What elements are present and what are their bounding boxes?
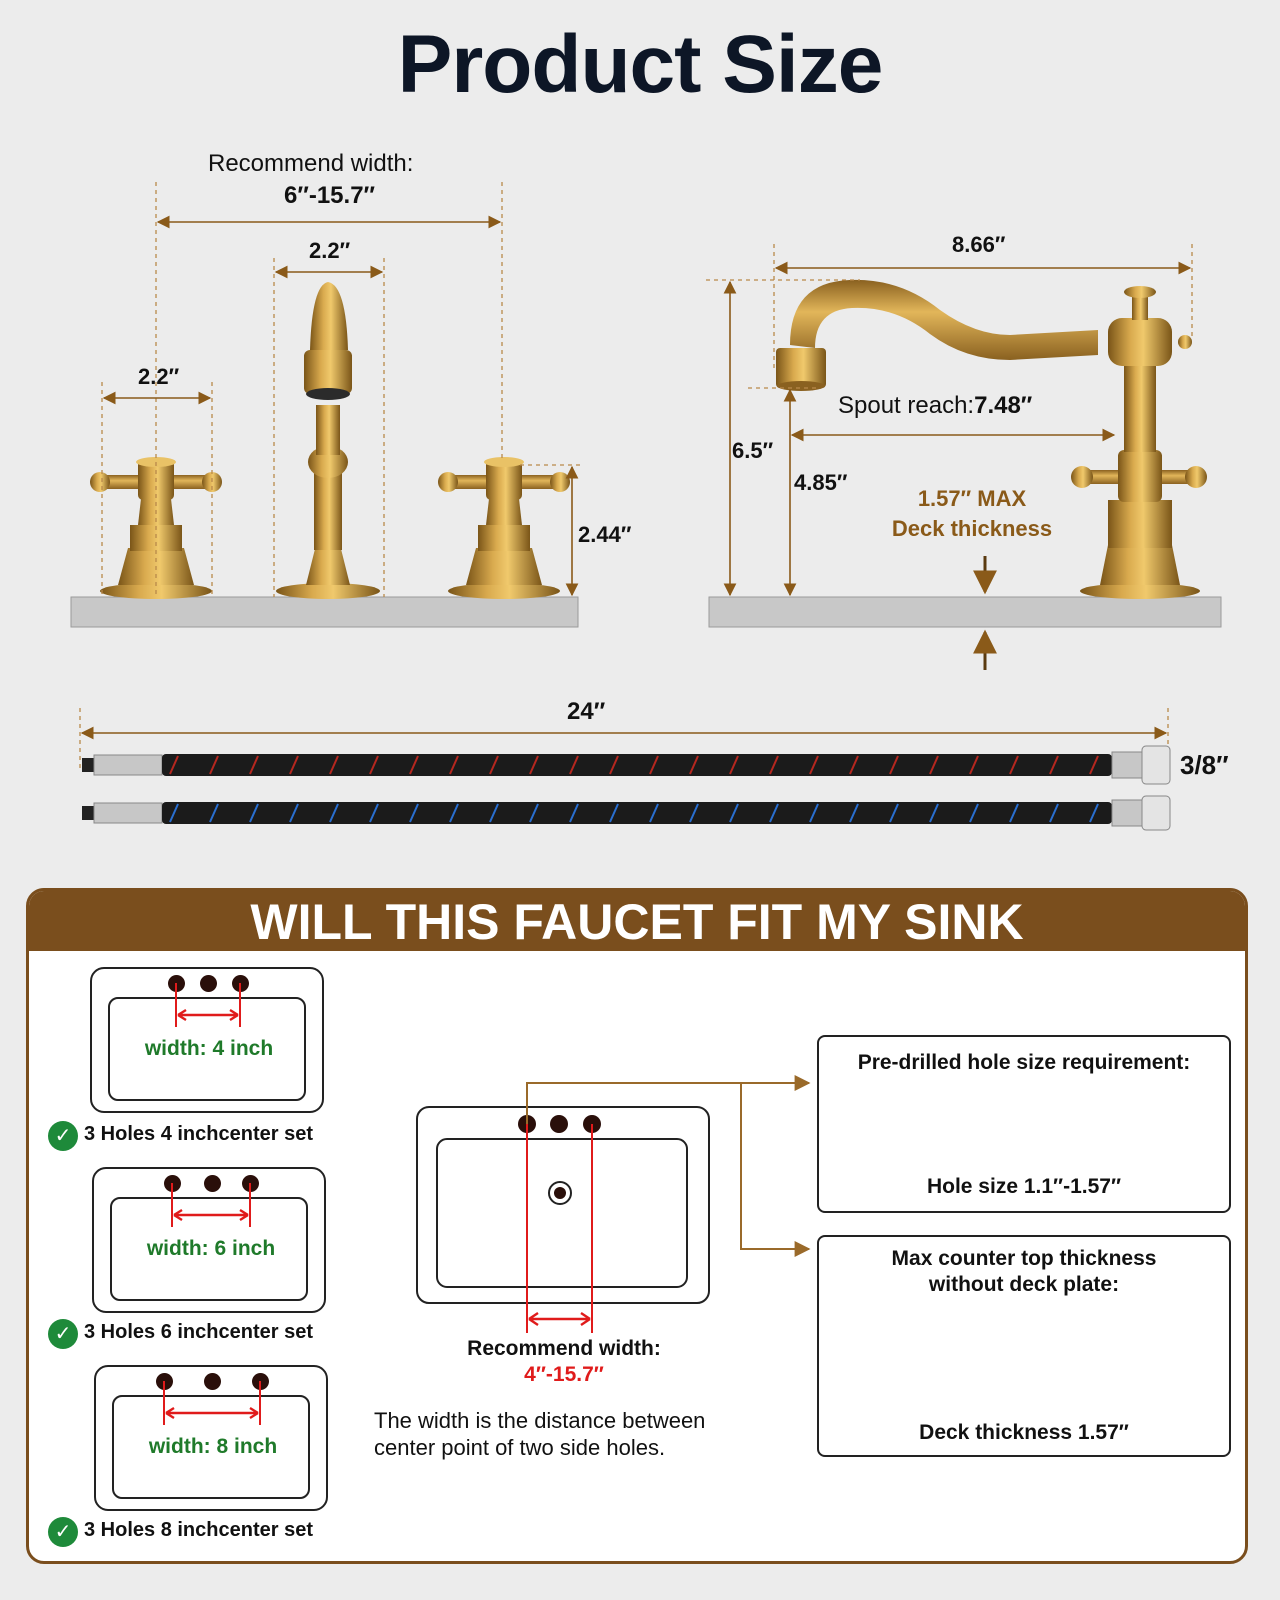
front-recommend-value: 6″-15.7″ (284, 182, 376, 209)
width-note-line2: center point of two side holes. (374, 1435, 666, 1460)
center-recommend-value: 4″-15.7″ (524, 1363, 604, 1386)
check-icon: ✓ (48, 1319, 78, 1349)
right-handle (438, 457, 570, 599)
handle-width-label: 2.2″ (138, 364, 180, 389)
fit-heading: WILL THIS FAUCET FIT MY SINK (29, 891, 1245, 951)
hole-center (204, 1373, 221, 1390)
deck-max-label: 1.57″ MAX (917, 486, 1027, 511)
sink-option-4: width: 4 inch (90, 967, 324, 1113)
option-width: width: 4 inch (144, 1037, 274, 1060)
fit-panel: WILL THIS FAUCET FIT MY SINK width: 4 in… (26, 888, 1248, 1564)
option-width: width: 8 inch (148, 1435, 278, 1458)
side-deck (708, 596, 1222, 628)
handle-height-label: 2.44″ (578, 522, 632, 547)
thick-req-value: Deck thickness 1.57″ (919, 1421, 1129, 1444)
spout-height-label: 4.85″ (794, 470, 848, 495)
thickness-requirement: Max counter top thickness without deck p… (817, 1235, 1231, 1457)
sink-option-6: width: 6 inch (92, 1167, 326, 1313)
sink-basin (112, 1395, 310, 1499)
hole-center (200, 975, 217, 992)
side-handle-body (1071, 286, 1207, 599)
hose-length-label: 24″ (567, 698, 606, 725)
hole-req-title: Pre-drilled hole size requirement: (857, 1051, 1191, 1074)
option-label: 3 Holes 4 inchcenter set (84, 1123, 313, 1145)
width-arrow (175, 983, 241, 1027)
option-label: 3 Holes 6 inchcenter set (84, 1321, 313, 1343)
hole-req-value: Hole size 1.1″-1.57″ (926, 1175, 1122, 1198)
thick-req-title1: Max counter top thickness (891, 1247, 1157, 1270)
sink-basin (110, 1197, 308, 1301)
check-icon: ✓ (48, 1517, 78, 1547)
spout-side (776, 279, 1098, 391)
height-label: 6.5″ (732, 438, 774, 463)
spout-width-label: 2.2″ (309, 238, 351, 263)
spout-front (276, 282, 380, 599)
spout-reach-label: Spout reach: (838, 392, 975, 419)
hose-connector-label: 3/8″ (1180, 750, 1229, 780)
deck-thickness-label: Deck thickness (891, 516, 1053, 541)
hose-cold (82, 795, 1171, 831)
front-deck (70, 596, 579, 628)
hole-size-requirement: Pre-drilled hole size requirement: Hole … (817, 1035, 1231, 1213)
center-sink-diagram (416, 1075, 1123, 1392)
width-note-line1: The width is the distance between (374, 1408, 706, 1433)
check-icon: ✓ (48, 1121, 78, 1151)
width-arrow (171, 1183, 251, 1227)
center-recommend-label: Recommend width: (467, 1337, 661, 1360)
thick-req-title2: without deck plate: (928, 1273, 1120, 1296)
width-arrow (163, 1381, 261, 1425)
option-label: 3 Holes 8 inchcenter set (84, 1519, 313, 1541)
option-width: width: 6 inch (146, 1237, 276, 1260)
sink-basin (108, 997, 306, 1101)
spout-reach: Spout reach:7.48″ (838, 392, 1032, 420)
spout-reach-value: 7.48″ (974, 392, 1033, 419)
sink-option-8: width: 8 inch (94, 1365, 328, 1511)
product-dimension-diagram (70, 182, 1222, 831)
overall-length-label: 8.66″ (952, 232, 1006, 257)
front-recommend-label: Recommend width: (208, 150, 414, 177)
hole-center (204, 1175, 221, 1192)
hose-hot (82, 745, 1171, 785)
page-title: Product Size (397, 19, 884, 110)
